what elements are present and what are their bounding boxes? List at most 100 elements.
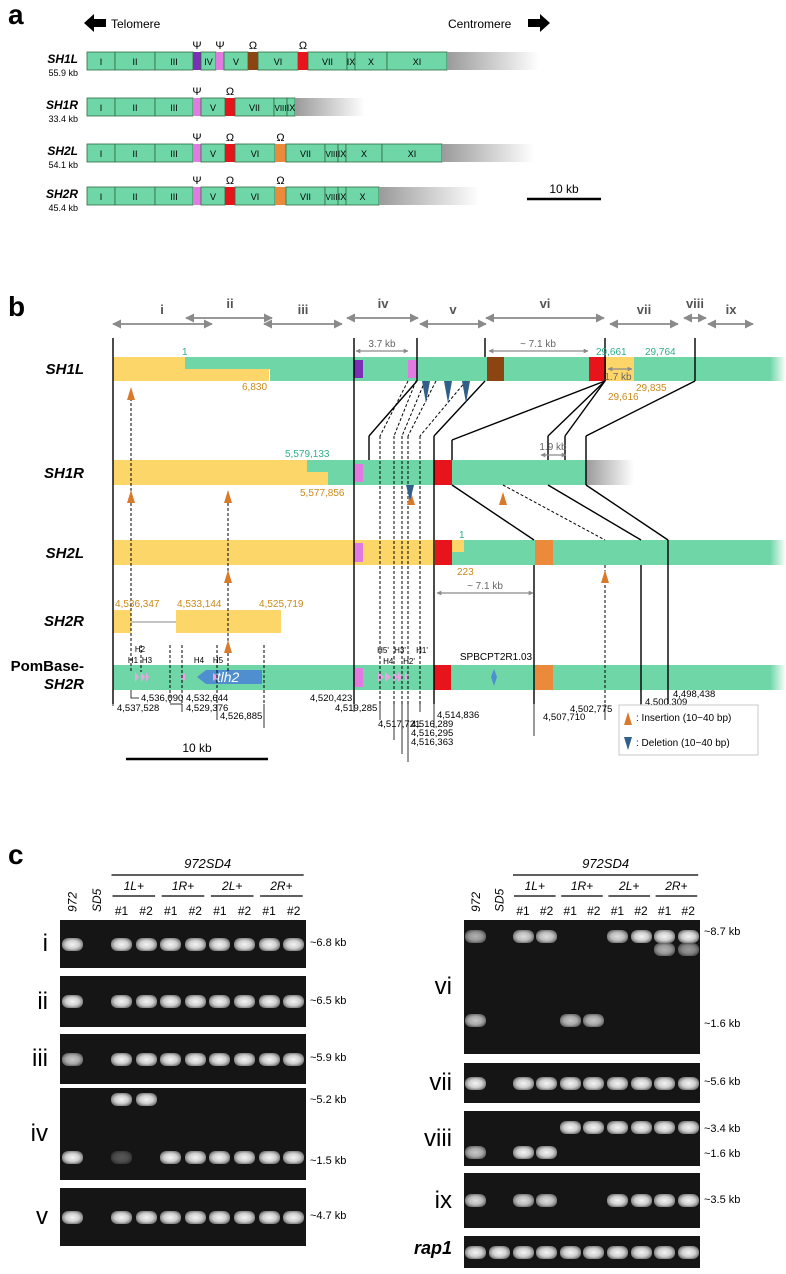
insertion-markers <box>127 387 609 653</box>
group-label-2R+: 2R+ <box>269 879 292 893</box>
spbc-label: SPBCPT2R1.03 <box>460 652 533 663</box>
gel-band <box>512 1145 534 1159</box>
gel-band <box>488 1245 510 1259</box>
h4p-label: H4' <box>383 657 395 666</box>
gel-row-label: i <box>42 930 48 957</box>
gel-band <box>654 1076 676 1090</box>
panel-a-segment-label: III <box>170 192 178 202</box>
track-label-sh1r: SH1R <box>44 465 84 482</box>
panel-c-letter: c <box>8 839 24 870</box>
dist-7-1kb-top: ~ 7.1 kb <box>520 339 556 350</box>
clone-label: #2 <box>139 904 153 918</box>
clone-label: #1 <box>164 904 178 918</box>
gel-row-label: ii <box>37 987 48 1015</box>
psi-symbol: Ψ <box>192 175 201 187</box>
h-elements <box>135 672 409 682</box>
lane-label-972: 972 <box>65 892 79 912</box>
group-label-2R+: 2R+ <box>664 879 687 893</box>
panel-a-scale-label: 10 kb <box>549 182 579 196</box>
legend-insertion-label: : Insertion (10−40 bp) <box>636 713 731 724</box>
band-size-label: ~5.9 kb <box>310 1052 347 1064</box>
panel-a-segment-label: III <box>170 103 178 113</box>
sh1r-fade <box>586 460 634 485</box>
panel-a-segment-label: VIII <box>325 193 337 202</box>
region-label-v: v <box>449 302 457 317</box>
panel-a-segment-label: X <box>368 57 374 67</box>
panel-a-segment-label: IX <box>347 57 356 67</box>
sh2l-green-b <box>464 540 770 565</box>
num-sh1l-29616: 29,616 <box>608 392 639 403</box>
coord-4502775: 4,502,775 <box>570 704 612 715</box>
gel-band <box>654 942 676 956</box>
sh1l-green-a <box>185 357 270 369</box>
num-sh1r-5577856: 5,577,856 <box>300 488 345 499</box>
gel-band <box>135 1092 157 1106</box>
gel-right-viii <box>464 1111 700 1166</box>
panel-b-letter: b <box>8 291 25 322</box>
panel-a-letter: a <box>8 0 24 30</box>
panel-a-track-size: 45.4 kb <box>48 203 78 213</box>
panel-a-segment-label: X <box>361 149 367 159</box>
panel-a-segment-label: VIII <box>325 150 337 159</box>
centromere-label: Centromere <box>448 17 512 31</box>
gel-band <box>677 1194 699 1207</box>
coord-4514836: 4,514,836 <box>437 710 479 721</box>
dist-7-1kb-bottom: ~ 7.1 kb <box>467 581 503 592</box>
gel-band <box>135 1052 157 1066</box>
gel-band <box>184 995 206 1008</box>
panel-a-track-name: SH1R <box>46 98 78 112</box>
gel-band <box>160 1210 182 1224</box>
gel-band <box>283 1150 305 1164</box>
gel-band <box>283 937 305 951</box>
sh2l-fade <box>770 540 786 565</box>
coord-4498438: 4,498,438 <box>673 689 715 700</box>
band-size-label: ~6.5 kb <box>310 994 347 1007</box>
gel-row-label: vi <box>434 973 452 1000</box>
coord-4507710: 4,507,710 <box>543 712 585 723</box>
connector-lines <box>112 338 696 704</box>
gel-band <box>654 1121 676 1134</box>
gel-left-i <box>60 920 306 968</box>
gel-band <box>536 1076 558 1090</box>
sh1r-yellow-a <box>113 460 307 485</box>
panel-a-track-fade <box>442 144 534 162</box>
pombase-fade <box>770 665 786 690</box>
gel-band <box>465 1145 487 1159</box>
panel-a-segment-label: II <box>132 57 137 67</box>
gel-band <box>536 1145 558 1159</box>
clone-label: #1 <box>213 904 227 918</box>
sh1r-green-a <box>307 460 328 472</box>
track-label-pombase: PomBase- <box>11 658 84 675</box>
sh2l-omega-orange <box>535 540 553 565</box>
sh1r-green-b <box>328 460 586 485</box>
gel-band <box>606 1194 628 1207</box>
coord-4516363: 4,516,363 <box>411 737 453 748</box>
sh2r-yellow-a <box>113 610 131 633</box>
legend-deletion-icon <box>624 737 632 750</box>
track-label-pombase-sh2r: SH2R <box>44 676 84 693</box>
gel-band <box>677 1076 699 1090</box>
num-sh1l-29835: 29,835 <box>636 383 667 394</box>
clone-label: #2 <box>682 904 696 918</box>
gel-band <box>111 1210 132 1224</box>
h4-label: H4 <box>194 656 205 665</box>
panel-a-omega-red-mark <box>225 144 235 162</box>
panel-a-segment-label: VII <box>300 192 311 202</box>
gel-band <box>512 929 534 943</box>
omega-symbol: Ω <box>226 86 234 98</box>
sh1l-fade <box>770 357 786 381</box>
coord-4537528: 4,537,528 <box>117 703 159 714</box>
gel-row-label: iii <box>32 1045 48 1072</box>
panel-a-track-name: SH2R <box>46 187 78 201</box>
panel-a-segment-label: V <box>210 192 216 202</box>
gel-left-v <box>60 1188 306 1246</box>
gel-band <box>559 1121 581 1134</box>
h1-label: H1 <box>128 656 139 665</box>
group-label-1R+: 1R+ <box>571 879 593 893</box>
gel-band <box>465 1076 487 1090</box>
panel-a-segment-label: I <box>100 103 103 113</box>
gel-band <box>630 929 652 943</box>
gel-band <box>465 929 487 943</box>
psi-symbol: Ψ <box>192 40 201 52</box>
